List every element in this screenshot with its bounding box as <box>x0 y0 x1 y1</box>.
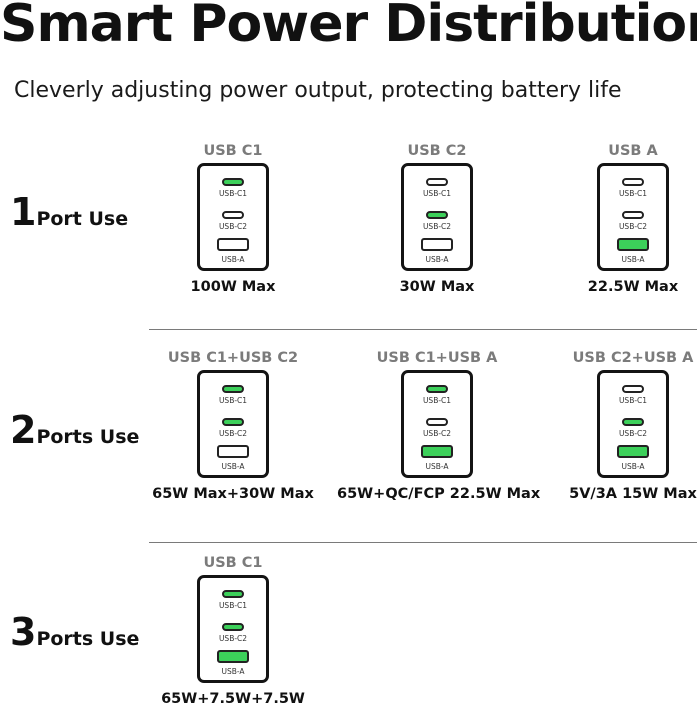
port-label: USB-A <box>221 255 245 264</box>
port-label: USB-A <box>425 462 449 471</box>
row-text: Port Use <box>36 208 129 230</box>
port-label: USB-C1 <box>618 189 648 198</box>
port-label: USB-A <box>221 462 245 471</box>
usb-c2-port-icon <box>222 211 244 219</box>
port-label: USB-C2 <box>218 429 248 438</box>
port-label: USB-C1 <box>422 396 452 405</box>
row-text: Ports Use <box>36 426 140 448</box>
usb-c2-port-icon <box>222 418 244 426</box>
usb-a-port-icon <box>617 445 649 458</box>
port-label: USB-C1 <box>218 601 248 610</box>
row-number: 2 <box>10 408 36 452</box>
port-label: USB-C2 <box>218 634 248 643</box>
row-number: 3 <box>10 610 36 654</box>
max-power-label: 30W Max <box>399 279 475 295</box>
port-label: USB-C2 <box>618 222 648 231</box>
row-number: 1 <box>10 190 36 234</box>
row-divider <box>149 329 697 330</box>
page-title: Smart Power Distribution <box>0 0 697 54</box>
usb-a-port-icon <box>217 238 249 251</box>
usb-a-port-icon <box>421 238 453 251</box>
port-label: USB-C2 <box>422 222 452 231</box>
config-label: USB C1 <box>203 555 263 571</box>
port-label: USB-A <box>621 462 645 471</box>
usb-c2-port-icon <box>622 418 644 426</box>
page-subtitle: Cleverly adjusting power output, protect… <box>14 78 622 103</box>
port-label: USB-C1 <box>422 189 452 198</box>
max-power-label: 5V/3A 15W Max <box>569 486 697 502</box>
max-power-label: 100W Max <box>190 279 276 295</box>
config-label: USB A <box>608 143 658 159</box>
usb-c2-port-icon <box>426 211 448 219</box>
max-power-label: 22.5W Max <box>587 279 679 295</box>
usb-a-port-icon <box>617 238 649 251</box>
config-label: USB C2 <box>407 143 467 159</box>
port-label: USB-C2 <box>218 222 248 231</box>
usb-c1-port-icon <box>222 590 244 598</box>
usb-c2-port-icon <box>622 211 644 219</box>
usb-a-port-icon <box>217 650 249 663</box>
usb-c1-port-icon <box>222 178 244 186</box>
usb-a-port-icon <box>421 445 453 458</box>
port-label: USB-C1 <box>618 396 648 405</box>
max-power-label: 65W+QC/FCP 22.5W Max <box>337 486 541 502</box>
row-divider <box>149 542 697 543</box>
usb-c2-port-icon <box>222 623 244 631</box>
port-label: USB-A <box>621 255 645 264</box>
usb-c1-port-icon <box>222 385 244 393</box>
port-label: USB-A <box>425 255 449 264</box>
port-label: USB-C2 <box>422 429 452 438</box>
port-label: USB-A <box>221 667 245 676</box>
max-power-label: 65W+7.5W+7.5W <box>161 691 305 707</box>
port-label: USB-C1 <box>218 396 248 405</box>
port-label: USB-C2 <box>618 429 648 438</box>
port-label: USB-C1 <box>218 189 248 198</box>
usb-c1-port-icon <box>622 178 644 186</box>
config-label: USB C1 <box>203 143 263 159</box>
row-text: Ports Use <box>36 628 140 650</box>
usb-c1-port-icon <box>622 385 644 393</box>
usb-a-port-icon <box>217 445 249 458</box>
config-label: USB C2+USB A <box>572 350 694 366</box>
usb-c2-port-icon <box>426 418 448 426</box>
config-label: USB C1+USB A <box>376 350 498 366</box>
max-power-label: 65W Max+30W Max <box>152 486 314 502</box>
usb-c1-port-icon <box>426 385 448 393</box>
config-label: USB C1+USB C2 <box>167 350 299 366</box>
usb-c1-port-icon <box>426 178 448 186</box>
